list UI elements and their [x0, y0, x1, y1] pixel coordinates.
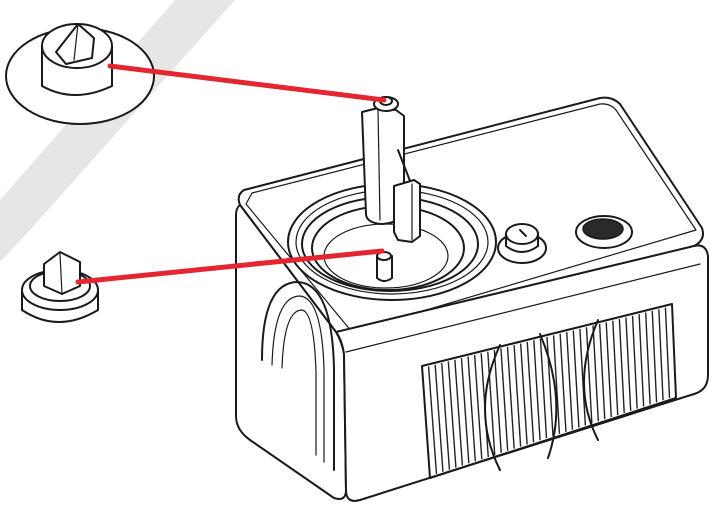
callout-line-coupling — [107, 63, 387, 103]
ice-cream-machine — [235, 96, 709, 502]
vent-grille-curve-1 — [484, 344, 501, 471]
paddle-arm — [397, 149, 413, 187]
vent-slat — [638, 314, 645, 407]
vent-slat — [441, 363, 451, 470]
vent-grille-slats — [427, 307, 671, 474]
vent-slat — [519, 343, 528, 445]
button-cap — [582, 218, 624, 240]
watermark-band — [0, 0, 235, 262]
vent-slat — [605, 322, 612, 418]
vent-grille-curve-3 — [583, 319, 599, 441]
paddle-assembly — [361, 96, 421, 243]
vent-slat — [644, 312, 651, 405]
vent-slat — [559, 333, 567, 432]
vent-slat — [487, 351, 496, 455]
drive-shaft-detail — [21, 251, 99, 323]
vent-slat — [585, 327, 593, 424]
vent-slat — [526, 341, 535, 443]
vent-slat — [618, 319, 625, 413]
vent-slat — [631, 315, 638, 409]
vent-slat — [612, 320, 619, 415]
coupling-detail-slot-edge — [73, 23, 79, 61]
power-button — [575, 215, 633, 249]
shaft-detail-key — [43, 251, 81, 295]
vent-slat — [651, 310, 658, 403]
knob-top — [505, 223, 539, 245]
vent-grille-frame — [421, 303, 677, 479]
vent-slat — [506, 346, 515, 449]
vent-slat — [533, 340, 541, 441]
vent-slat — [427, 366, 438, 474]
freezing-bowl — [287, 183, 497, 301]
vent-slat — [513, 345, 522, 447]
timer-knob — [497, 223, 547, 264]
vent-slat — [566, 332, 574, 430]
callout-line-spindle — [75, 248, 385, 285]
vent-slat — [658, 309, 664, 401]
vent-slat — [500, 348, 509, 451]
left-handle-arch — [261, 281, 335, 471]
coupling-detail-slot — [55, 23, 95, 65]
shaft-detail-key-edge — [59, 253, 63, 295]
machine-top-rim — [245, 103, 697, 333]
spindle-body — [376, 255, 393, 282]
paddle-shaft-edge — [377, 109, 381, 221]
vent-slat — [664, 307, 671, 399]
left-handle-arch-inner — [271, 295, 325, 463]
vent-slat — [598, 323, 606, 420]
vent-slat — [467, 356, 477, 462]
vent-slat — [493, 350, 502, 453]
front-face-bevel — [345, 263, 701, 353]
vent-slat — [460, 358, 470, 464]
vent-slat — [592, 325, 600, 422]
vent-slat — [625, 317, 632, 411]
vent-slat — [434, 364, 444, 472]
vent-slat — [552, 335, 561, 434]
paddle-blade — [393, 179, 421, 243]
vent-slat — [579, 328, 587, 426]
vent-grille-curve-2 — [539, 333, 558, 459]
vent-slat — [572, 330, 580, 428]
left-handle-arch-inner-2 — [281, 309, 317, 456]
vent-slat — [473, 354, 483, 460]
drive-coupling-detail — [5, 23, 155, 125]
vent-slat — [454, 359, 464, 466]
knob-pointer — [519, 229, 527, 237]
vent-slat — [447, 361, 457, 468]
vent-slat — [539, 338, 548, 439]
front-vent-grille — [421, 303, 677, 479]
motor-drive-spindle — [376, 251, 393, 282]
